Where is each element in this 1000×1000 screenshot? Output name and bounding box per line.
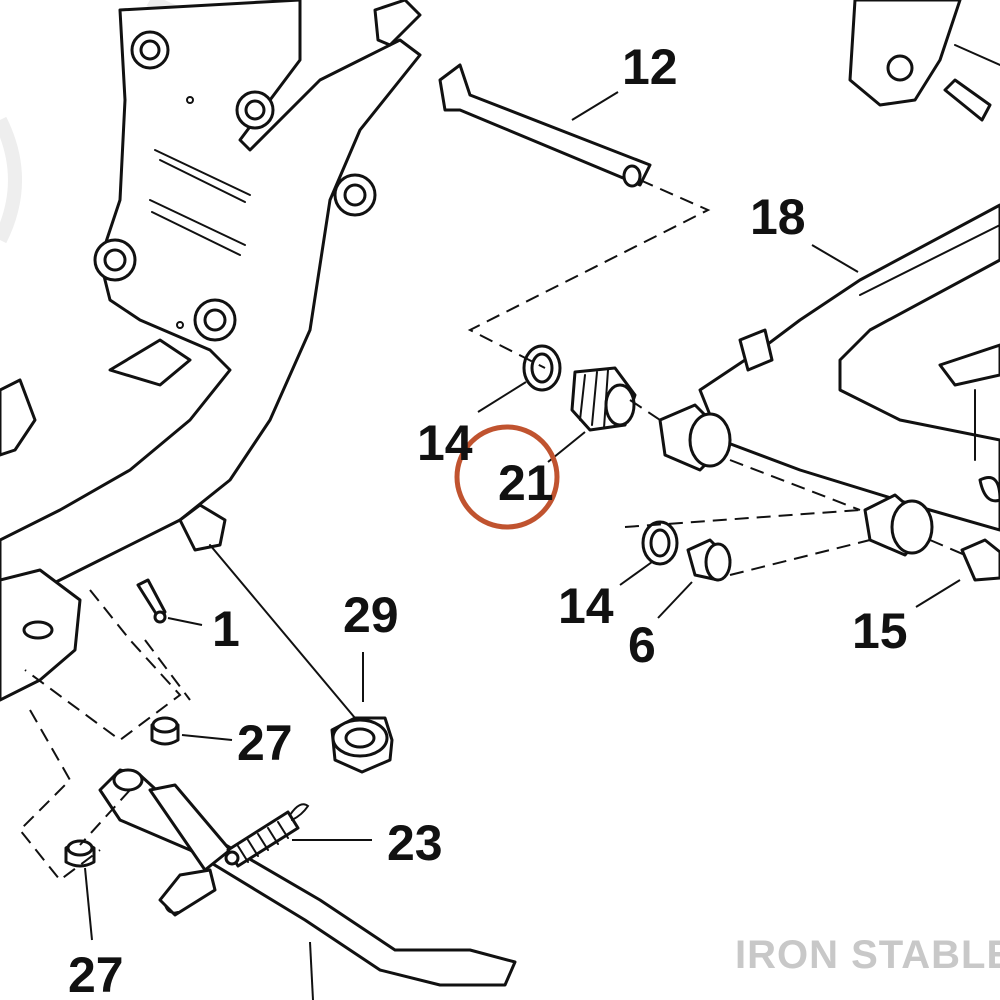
bushing-21 [570, 366, 637, 432]
top-right-bracket [848, 0, 1000, 122]
bushing-15 [960, 538, 1000, 582]
callout-1: 1 [212, 601, 240, 657]
frame [0, 0, 422, 702]
washer-14-upper [522, 344, 562, 392]
callout-21: 21 [498, 455, 554, 511]
callout-14-upper: 14 [417, 415, 473, 471]
bushing-6 [686, 538, 732, 582]
sleeve-upper [658, 403, 732, 472]
watermark-text: IRON STABLE [735, 933, 1000, 977]
kickstand [98, 768, 517, 987]
pivot-bolt-12 [438, 63, 652, 188]
spacer-29 [330, 716, 394, 774]
assembly-lines [18, 179, 966, 882]
cotter-pin-1 [136, 578, 167, 624]
spring-23 [224, 803, 310, 868]
background-ring [0, 116, 22, 244]
callout-18: 18 [750, 189, 806, 245]
callout-29: 29 [343, 587, 399, 643]
washer-14-lower [641, 520, 679, 566]
callout-12: 12 [622, 39, 678, 95]
sleeve-lower [863, 493, 934, 557]
callout-23: 23 [387, 815, 443, 871]
swingarm-18 [698, 203, 1000, 532]
callout-27-lower: 27 [68, 947, 124, 1000]
callout-27-upper: 27 [237, 715, 293, 771]
bushing-27-upper [150, 716, 180, 746]
callout-6: 6 [628, 617, 656, 673]
callout-14-lower: 14 [558, 578, 614, 634]
highlight-ring [454, 424, 560, 530]
callout-15: 15 [852, 603, 908, 659]
